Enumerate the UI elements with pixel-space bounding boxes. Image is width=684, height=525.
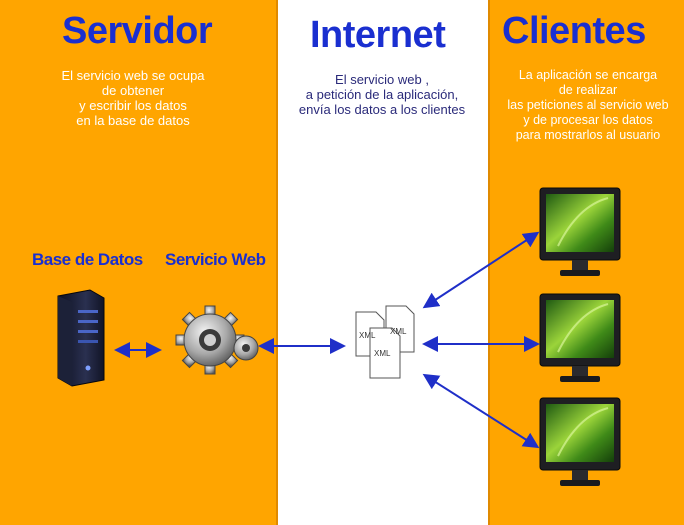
internet-title: Internet — [310, 14, 446, 56]
clientes-title: Clientes — [502, 10, 646, 52]
arrow-internet-client-1 — [422, 231, 540, 309]
servidor-title: Servidor — [62, 10, 213, 52]
clientes-description: La aplicación se encarga de realizar las… — [507, 68, 669, 142]
internet-description: El servicio web , a petición de la aplic… — [298, 72, 466, 117]
monitor-icon — [539, 397, 621, 486]
xml-doc-label-1: XML — [359, 331, 376, 340]
arrow-internet-client-3 — [422, 373, 540, 449]
web-service-label: Servicio Web — [165, 250, 266, 269]
monitor-icon — [539, 293, 621, 382]
database-label: Base de Datos — [32, 250, 143, 269]
servidor-panel — [0, 0, 278, 525]
gear-icon — [175, 305, 259, 375]
server-icon — [57, 289, 105, 387]
servidor-description: El servicio web se ocupa de obtener y es… — [61, 68, 205, 128]
xml-doc-label-2: XML — [390, 327, 407, 336]
xml-documents-icon: XML XML XML — [355, 305, 415, 379]
xml-doc-label-3: XML — [374, 349, 391, 358]
monitor-icon — [539, 187, 621, 276]
